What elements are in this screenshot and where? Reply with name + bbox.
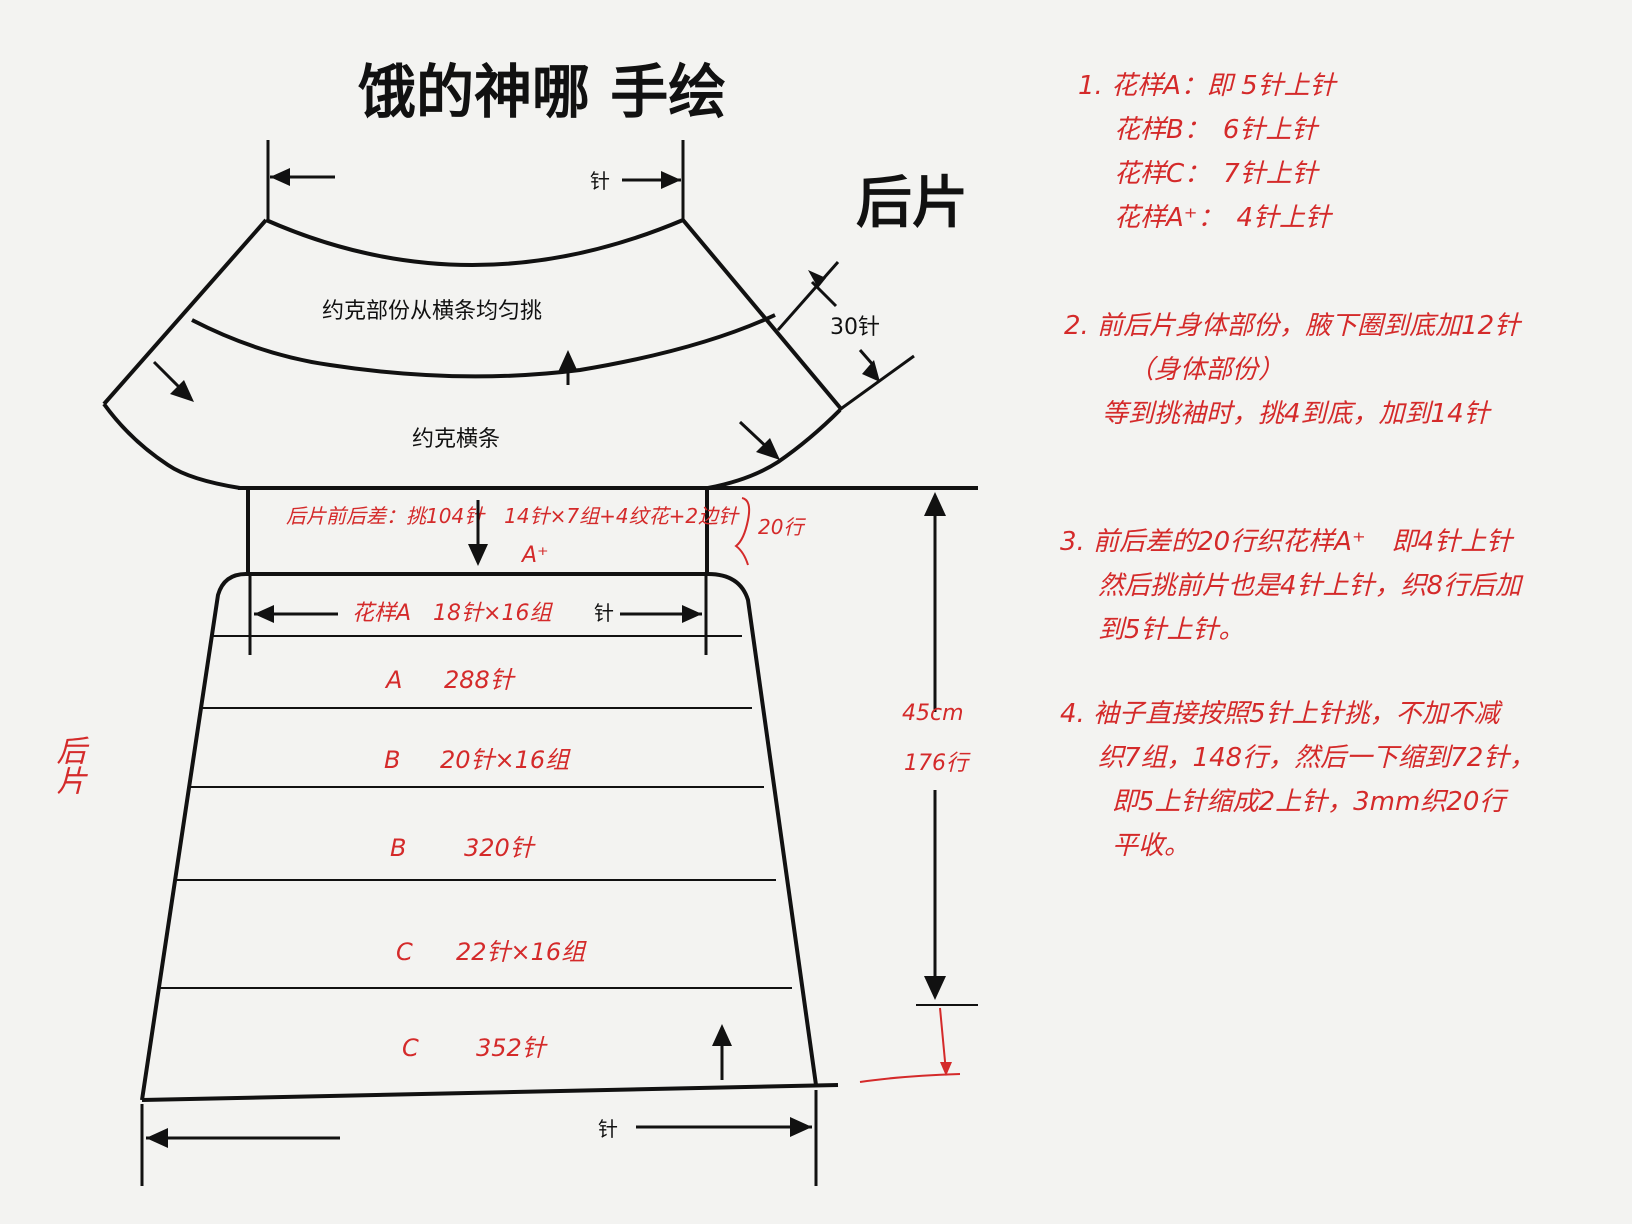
- section-3-stitches: 320针: [464, 834, 536, 862]
- note-3-line-2: 然后挑前片也是4针上针，织8行后加: [1098, 571, 1522, 601]
- note-4-line-4: 平收。: [1112, 831, 1191, 861]
- note-1-line-1: 1. 花样A：即 5针上针: [1078, 71, 1336, 101]
- pickup-note: 后片前后差：挑104针 14针×7组+4纹花+2边针: [286, 504, 740, 528]
- note-2-line-1: 2. 前后片身体部份，腋下圈到底加12针: [1064, 311, 1521, 341]
- section-1-pattern: A: [384, 666, 402, 694]
- page-title: 饿的神哪 手绘: [358, 58, 726, 126]
- arrow-right-icon-2: [682, 605, 702, 623]
- note-3: 3. 前后差的20行织花样A⁺ 即4针上针 然后挑前片也是4针上针，织8行后加 …: [1060, 520, 1521, 652]
- arrow-left-icon-2: [254, 605, 274, 623]
- section-5-pattern: C: [402, 1034, 419, 1062]
- piece-title: 后片: [856, 171, 968, 236]
- note-3-line-1: 3. 前后差的20行织花样A⁺ 即4针上针: [1060, 527, 1513, 557]
- chest-label: 花样A 18针×16组: [352, 601, 553, 626]
- note-2-line-3: 等到挑袖时，挑4到底，加到14针: [1102, 399, 1490, 429]
- section-2-pattern: B: [384, 746, 400, 774]
- note-4-line-3: 即5上针缩成2上针，3mm织20行: [1112, 787, 1506, 817]
- note-2: 2. 前后片身体部份，腋下圈到底加12针 （身体部份） 等到挑袖时，挑4到底，加…: [1064, 304, 1520, 436]
- yoke-outline: [102, 218, 844, 490]
- note-4: 4. 袖子直接按照5针上针挑，不加不减 织7组，148行，然后一下缩到72针， …: [1060, 692, 1535, 868]
- arrow-down-right-icon-2: [756, 438, 780, 460]
- note-3-line-3: 到5针上针。: [1098, 615, 1245, 645]
- note-2-line-2: （身体部份）: [1128, 355, 1285, 385]
- section-4-stitches: 22针×16组: [456, 938, 587, 966]
- yoke-band-text: 约克横条: [412, 427, 500, 452]
- arrow-up-icon-2: [712, 1024, 732, 1046]
- row-count-label: 176行: [904, 751, 971, 776]
- pattern-a-plus: A⁺: [520, 543, 549, 568]
- section-1-stitches: 288针: [444, 666, 516, 694]
- arrow-down-icon-2: [924, 976, 946, 1000]
- arrow-right-icon-3: [790, 1117, 812, 1137]
- band-stitch-label: 30针: [830, 315, 880, 340]
- short-row-brace: [734, 497, 751, 566]
- arrow-right-icon: [661, 171, 681, 189]
- body-outline: [140, 486, 978, 1102]
- note-4-line-2: 织7组，148行，然后一下缩到72针，: [1098, 743, 1536, 773]
- arrow-left-icon-3: [146, 1128, 168, 1148]
- length-label: 45cm: [902, 701, 964, 726]
- note-1-line-3: 花样C： 7针上针: [1114, 159, 1318, 189]
- short-row-label: 20行: [758, 515, 806, 539]
- section-3-pattern: B: [390, 834, 406, 862]
- note-1: 1. 花样A：即 5针上针 花样B： 6针上针 花样C： 7针上针 花样A⁺： …: [1078, 64, 1336, 240]
- note-1-line-2: 花样B： 6针上针: [1114, 115, 1318, 145]
- section-2-stitches: 20针×16组: [440, 746, 571, 774]
- chest-stitch-label: 针: [594, 601, 614, 625]
- top-stitch-label: 针: [590, 169, 610, 193]
- side-piece-label: 后片: [51, 735, 87, 795]
- top-width-dimension: [266, 140, 685, 222]
- arrow-down-right-icon: [170, 380, 194, 402]
- bottom-stitch-label: 针: [598, 1117, 618, 1141]
- arrow-up-icon-3: [924, 492, 946, 516]
- note-4-line-1: 4. 袖子直接按照5针上针挑，不加不减: [1060, 699, 1500, 729]
- section-dividers: [160, 635, 792, 989]
- ribbing-arrow: [939, 1007, 947, 1073]
- section-4-pattern: C: [396, 938, 413, 966]
- arrow-up-icon: [558, 350, 578, 372]
- arrow-left-icon: [270, 168, 290, 186]
- arrow-down-icon: [468, 544, 488, 566]
- yoke-text: 约克部份从横条均匀挑: [322, 299, 542, 324]
- note-1-line-4: 花样A⁺： 4针上针: [1114, 203, 1332, 233]
- arrow-down-right-icon-4: [862, 360, 880, 382]
- arrow-down-right-icon-3: [808, 270, 826, 288]
- ribbing-line: [859, 1073, 961, 1083]
- section-5-stitches: 352针: [476, 1034, 548, 1062]
